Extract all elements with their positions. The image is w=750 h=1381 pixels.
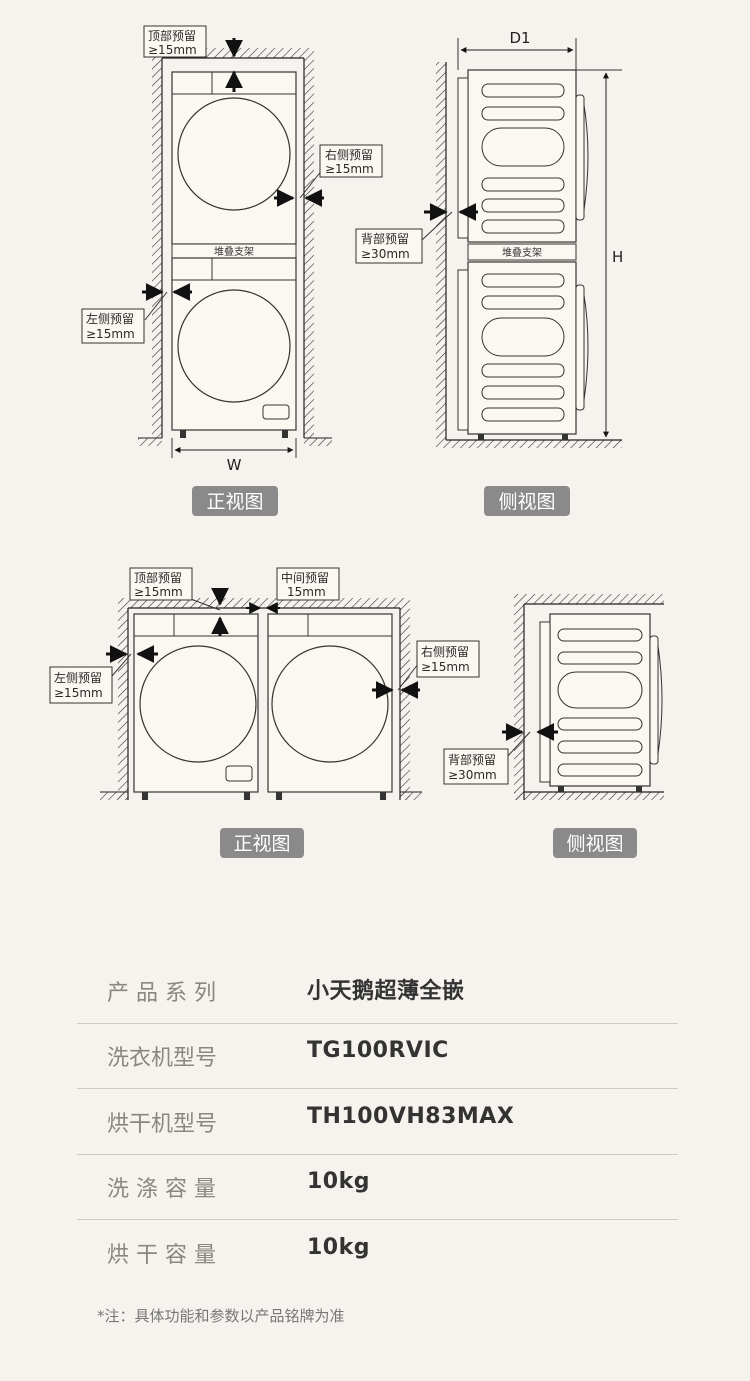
- right-clearance-value-2: ≥15mm: [421, 660, 470, 674]
- front-view-caption: 正视图: [206, 491, 263, 513]
- spec-value: 10kg: [307, 1235, 370, 1260]
- back-clearance-value-2: ≥30mm: [448, 768, 497, 782]
- front-view-caption-2: 正视图: [233, 833, 290, 855]
- single-side-view: 背部预留 ≥30mm 侧视图: [443, 594, 664, 858]
- top-clearance-value-2: ≥15mm: [134, 585, 183, 599]
- side-view-caption-2: 侧视图: [566, 833, 623, 855]
- side-view-caption: 侧视图: [498, 491, 555, 513]
- right-clearance-value: ≥15mm: [325, 162, 374, 176]
- top-clearance-label: 顶部预留: [148, 28, 196, 43]
- middle-clearance-label: 中间预留: [281, 570, 329, 585]
- left-clearance-label-2: 左侧预留: [54, 670, 102, 685]
- top-clearance-value: ≥15mm: [148, 43, 197, 57]
- back-clearance-value: ≥30mm: [361, 247, 410, 261]
- stack-rack-label: 堆叠支架: [214, 246, 254, 258]
- spec-row-washer-model: 洗衣机型号 TG100RVIC: [77, 1023, 678, 1089]
- spec-label: 洗 涤 容 量: [107, 1177, 216, 1202]
- spec-row-dryer-model: 烘干机型号 TH100VH83MAX: [77, 1089, 678, 1155]
- spec-label: 烘干机型号: [107, 1112, 218, 1137]
- width-label: W: [227, 456, 242, 474]
- spec-label: 烘 干 容 量: [107, 1243, 216, 1268]
- left-clearance-value: ≥15mm: [86, 327, 135, 341]
- left-clearance-value-2: ≥15mm: [54, 686, 103, 700]
- top-clearance-label-2: 顶部预留: [134, 570, 182, 585]
- back-clearance-label-2: 背部预留: [448, 752, 496, 767]
- footnote: *注：具体功能和参数以产品铭牌为准: [97, 1307, 345, 1325]
- spec-row-series: 产 品 系 列 小天鹅超薄全嵌: [77, 958, 678, 1024]
- stacked-side-view: 堆叠支架 D1 H: [355, 29, 623, 516]
- spec-value: 10kg: [307, 1169, 370, 1194]
- side-stack-rack-label: 堆叠支架: [502, 247, 542, 259]
- left-clearance-label: 左侧预留: [86, 311, 134, 326]
- installation-diagram: 堆叠支架 W 顶部预留 ≥15mm 右侧预留 ≥15mm 左侧预留 ≥15: [49, 25, 664, 858]
- right-clearance-label: 右侧预留: [325, 147, 373, 162]
- stacked-front-view: 堆叠支架 W 顶部预留 ≥15mm 右侧预留 ≥15mm 左侧预留 ≥15: [81, 25, 383, 516]
- spec-value: 小天鹅超薄全嵌: [307, 979, 465, 1004]
- spec-label: 产 品 系 列: [107, 981, 216, 1006]
- spec-value: TG100RVIC: [307, 1038, 449, 1063]
- back-clearance-label: 背部预留: [361, 231, 409, 246]
- spec-label: 洗衣机型号: [107, 1046, 218, 1071]
- side-by-side-front-view: 顶部预留 ≥15mm 中间预留 15mm 左侧预留 ≥15mm 右侧预留 ≥15…: [49, 567, 480, 858]
- height-label: H: [612, 248, 623, 266]
- middle-clearance-value: 15mm: [287, 585, 326, 599]
- spec-row-dry-capacity: 烘 干 容 量 10kg: [77, 1220, 678, 1285]
- depth-label: D1: [509, 29, 530, 47]
- spec-value: TH100VH83MAX: [307, 1104, 515, 1129]
- spec-row-wash-capacity: 洗 涤 容 量 10kg: [77, 1154, 678, 1220]
- right-clearance-label-2: 右侧预留: [421, 644, 469, 659]
